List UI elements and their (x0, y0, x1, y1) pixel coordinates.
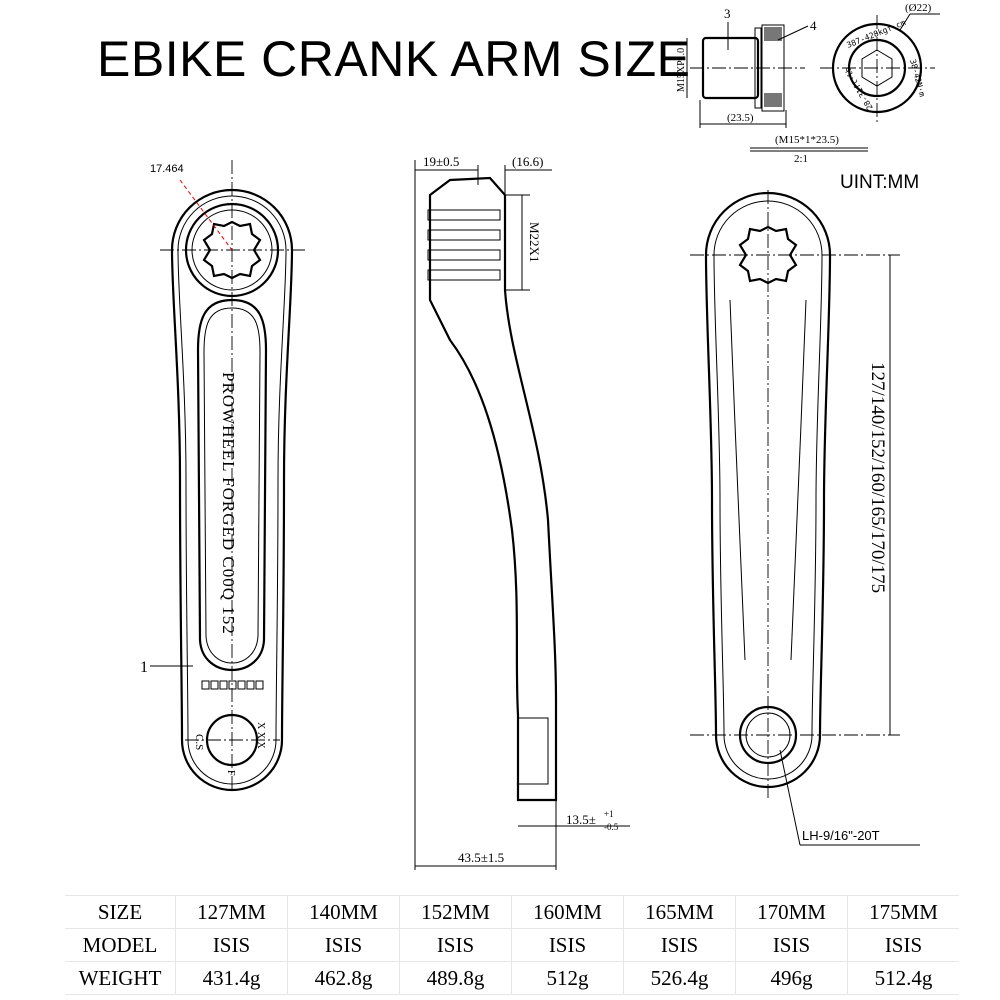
table-cell: 140MM (287, 895, 400, 929)
table-row-size: SIZE 127MM 140MM 152MM 160MM 165MM 170MM… (65, 895, 959, 929)
bolt-side-view: 3 4 M15XP1.0 (23.5) (M15*1*23.5) 2:1 (676, 6, 868, 165)
table-cell: 165MM (623, 895, 736, 929)
arm-engraving-text: PROWHEEL FORGED C00Q 152 (219, 372, 238, 635)
table-cell: ISIS (735, 928, 848, 962)
table-cell: ISIS (511, 928, 624, 962)
mark-f: F (225, 770, 236, 776)
mark-cs: C.S (193, 734, 205, 750)
table-cell: ISIS (847, 928, 959, 962)
table-cell: ISIS (623, 928, 736, 962)
bolt-diameter-label: (Ø22) (905, 2, 932, 14)
page-title: EBIKE CRANK ARM SIZE (97, 31, 691, 87)
bolt-length-label: (23.5) (727, 112, 754, 124)
table-cell: 175MM (847, 895, 959, 929)
table-cell: 127MM (175, 895, 288, 929)
stamp-boxes (201, 680, 264, 690)
torque-ftlb-label: 28-31ft·lb (843, 65, 875, 111)
part-3-label: 3 (724, 6, 731, 21)
table-cell: 160MM (511, 895, 624, 929)
torque-kgf-label: 387-428kgf·cm (845, 18, 907, 50)
dim-top-right: (16.6) (512, 154, 543, 169)
spindle-dimension-label: 17.464 (150, 163, 184, 175)
part-4-label: 4 (810, 18, 817, 33)
table-cell: ISIS (175, 928, 288, 962)
bolt-scale-label: 2:1 (794, 153, 808, 165)
pedal-offset-tol-upper: +1 (604, 809, 614, 819)
table-cell: 462.8g (287, 961, 400, 995)
table-cell: 512.4g (847, 961, 959, 995)
pedal-thread-label: LH-9/16"-20T (802, 828, 880, 843)
table-cell: 152MM (399, 895, 512, 929)
row-header: SIZE (65, 895, 176, 929)
bolt-spec-label: (M15*1*23.5) (775, 134, 839, 146)
part-1-label: 1 (140, 659, 148, 676)
table-row-model: MODEL ISIS ISIS ISIS ISIS ISIS ISIS ISIS (65, 928, 959, 962)
table-cell: ISIS (287, 928, 400, 962)
table-cell: 526.4g (623, 961, 736, 995)
table-cell: 431.4g (175, 961, 288, 995)
table-row-weight: WEIGHT 431.4g 462.8g 489.8g 512g 526.4g … (65, 961, 959, 995)
table-cell: ISIS (399, 928, 512, 962)
pedal-offset-tol-lower: -0.5 (604, 822, 619, 832)
table-cell: 496g (735, 961, 848, 995)
crank-back-view: 127/140/152/160/165/170/175 LH-9/16"-20T (690, 190, 920, 846)
row-header: WEIGHT (65, 961, 176, 995)
technical-drawing: 3 4 M15XP1.0 (23.5) (M15*1*23.5) 2:1 (Ø2… (140, 2, 940, 870)
bolt-thread-label: M15XP1.0 (676, 48, 687, 92)
table-cell: 489.8g (399, 961, 512, 995)
spindle-thread-label: M22X1 (527, 222, 542, 262)
total-width-label: 43.5±1.5 (458, 850, 504, 865)
table-cell: 512g (511, 961, 624, 995)
dim-top-left: 19±0.5 (423, 154, 459, 169)
unit-label: UINT:MM (840, 172, 920, 193)
torque-nm-label: 38-42N·m (908, 58, 927, 98)
row-header: MODEL (65, 928, 176, 962)
pedal-offset-label: 13.5± (566, 812, 596, 827)
crank-side-section: 19±0.5 (16.6) M22X1 13.5± +1 -0.5 43.5±1… (414, 154, 630, 870)
bolt-front-view: (Ø22) 387-428kgf·cm 38-42N·m 28-31ft·lb (820, 2, 940, 122)
arm-lengths-label: 127/140/152/160/165/170/175 (867, 362, 888, 593)
size-table: SIZE 127MM 140MM 152MM 160MM 165MM 170MM… (65, 895, 959, 995)
table-cell: 170MM (735, 895, 848, 929)
crank-front-view: 17.464 PROWHEEL FORGED C00Q 152 1 C.S X … (140, 160, 305, 792)
mark-xxx: X X X (255, 722, 266, 749)
